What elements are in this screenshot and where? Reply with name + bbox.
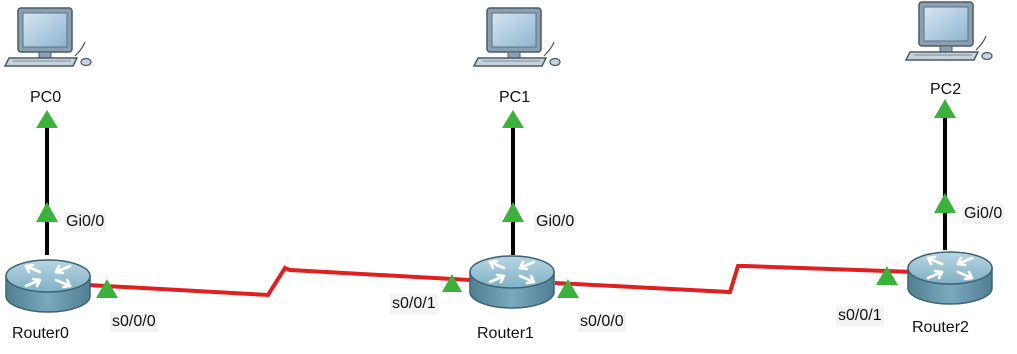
link-up-indicator [502, 110, 524, 128]
pc2-device[interactable] [905, 1, 993, 61]
link-up-indicator [36, 202, 58, 222]
router0-serial-label: s0/0/0 [110, 312, 158, 332]
link-up-indicator [934, 99, 956, 118]
router2-device[interactable] [906, 250, 994, 306]
router1-serial-right-label: s0/0/0 [578, 312, 626, 332]
router-icon [906, 250, 994, 306]
link-up-indicator [442, 274, 462, 292]
router1-gi-interface-label: Gi0/0 [534, 212, 577, 232]
router0-gi-interface-label: Gi0/0 [64, 212, 107, 232]
router2-serial-label: s0/0/1 [836, 306, 884, 326]
pc1-device[interactable] [473, 7, 561, 67]
router1-serial-left-label: s0/0/1 [390, 294, 438, 314]
pc2-label: PC2 [930, 81, 962, 98]
link-up-indicator [557, 279, 579, 298]
router-icon [4, 258, 92, 314]
router2-label: Router2 [912, 319, 969, 336]
pc0-device[interactable] [4, 7, 92, 67]
pc-icon [4, 7, 92, 67]
pc-icon [905, 1, 993, 61]
link-up-indicator [934, 193, 956, 213]
router0-device[interactable] [4, 258, 92, 314]
pc-icon [473, 7, 561, 67]
serial-links [87, 264, 916, 298]
pc1-label: PC1 [499, 89, 531, 106]
serial-link-router0-router1[interactable] [87, 265, 471, 298]
link-up-indicator [876, 266, 898, 285]
router1-device[interactable] [468, 254, 556, 310]
link-up-indicator [36, 110, 58, 128]
ethernet-links [45, 110, 947, 255]
link-up-indicator [502, 202, 524, 222]
router0-label: Router0 [12, 325, 69, 342]
link-up-indicator [96, 279, 118, 298]
link-status-indicators [36, 99, 956, 298]
router1-label: Router1 [477, 325, 534, 342]
router-icon [468, 254, 556, 310]
router2-gi-interface-label: Gi0/0 [962, 204, 1005, 224]
pc0-label: PC0 [30, 89, 62, 106]
serial-link-router1-router2[interactable] [554, 264, 916, 295]
